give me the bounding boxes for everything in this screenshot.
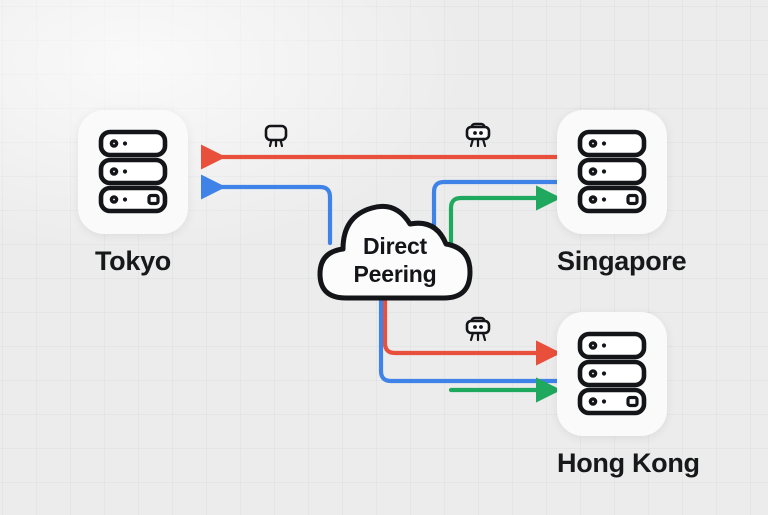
direct-peering-cloud[interactable]: Direct Peering [310, 186, 480, 306]
link-cloud-hongkong-red [382, 297, 562, 366]
node-singapore[interactable]: Singapore [557, 110, 687, 277]
server-rack-icon [577, 129, 647, 214]
node-hongkong-label: Hong Kong [557, 448, 700, 478]
chip-singapore-link [463, 122, 493, 155]
node-singapore-tile[interactable] [557, 110, 667, 234]
node-singapore-label: Singapore [557, 246, 687, 276]
link-cloud-singapore-blue [431, 179, 565, 246]
chip-hongkong-link [463, 316, 493, 349]
server-rack-icon [98, 129, 168, 214]
link-cloud-tokyo-blue [200, 174, 333, 246]
chip-tokyo-link [262, 124, 290, 155]
node-hongkong-tile[interactable] [557, 312, 667, 436]
chip-icon [465, 122, 491, 148]
node-tokyo-tile[interactable] [78, 110, 188, 234]
link-cloud-hongkong-blue [378, 297, 565, 384]
chip-icon [465, 316, 491, 342]
node-hongkong[interactable]: Hong Kong [557, 312, 700, 479]
server-rack-icon [577, 331, 647, 416]
cloud-icon [317, 203, 473, 301]
link-cloud-singapore-green [448, 185, 562, 256]
node-tokyo-label: Tokyo [94, 246, 171, 276]
chip-icon [264, 124, 288, 148]
node-tokyo[interactable]: Tokyo [78, 110, 188, 277]
